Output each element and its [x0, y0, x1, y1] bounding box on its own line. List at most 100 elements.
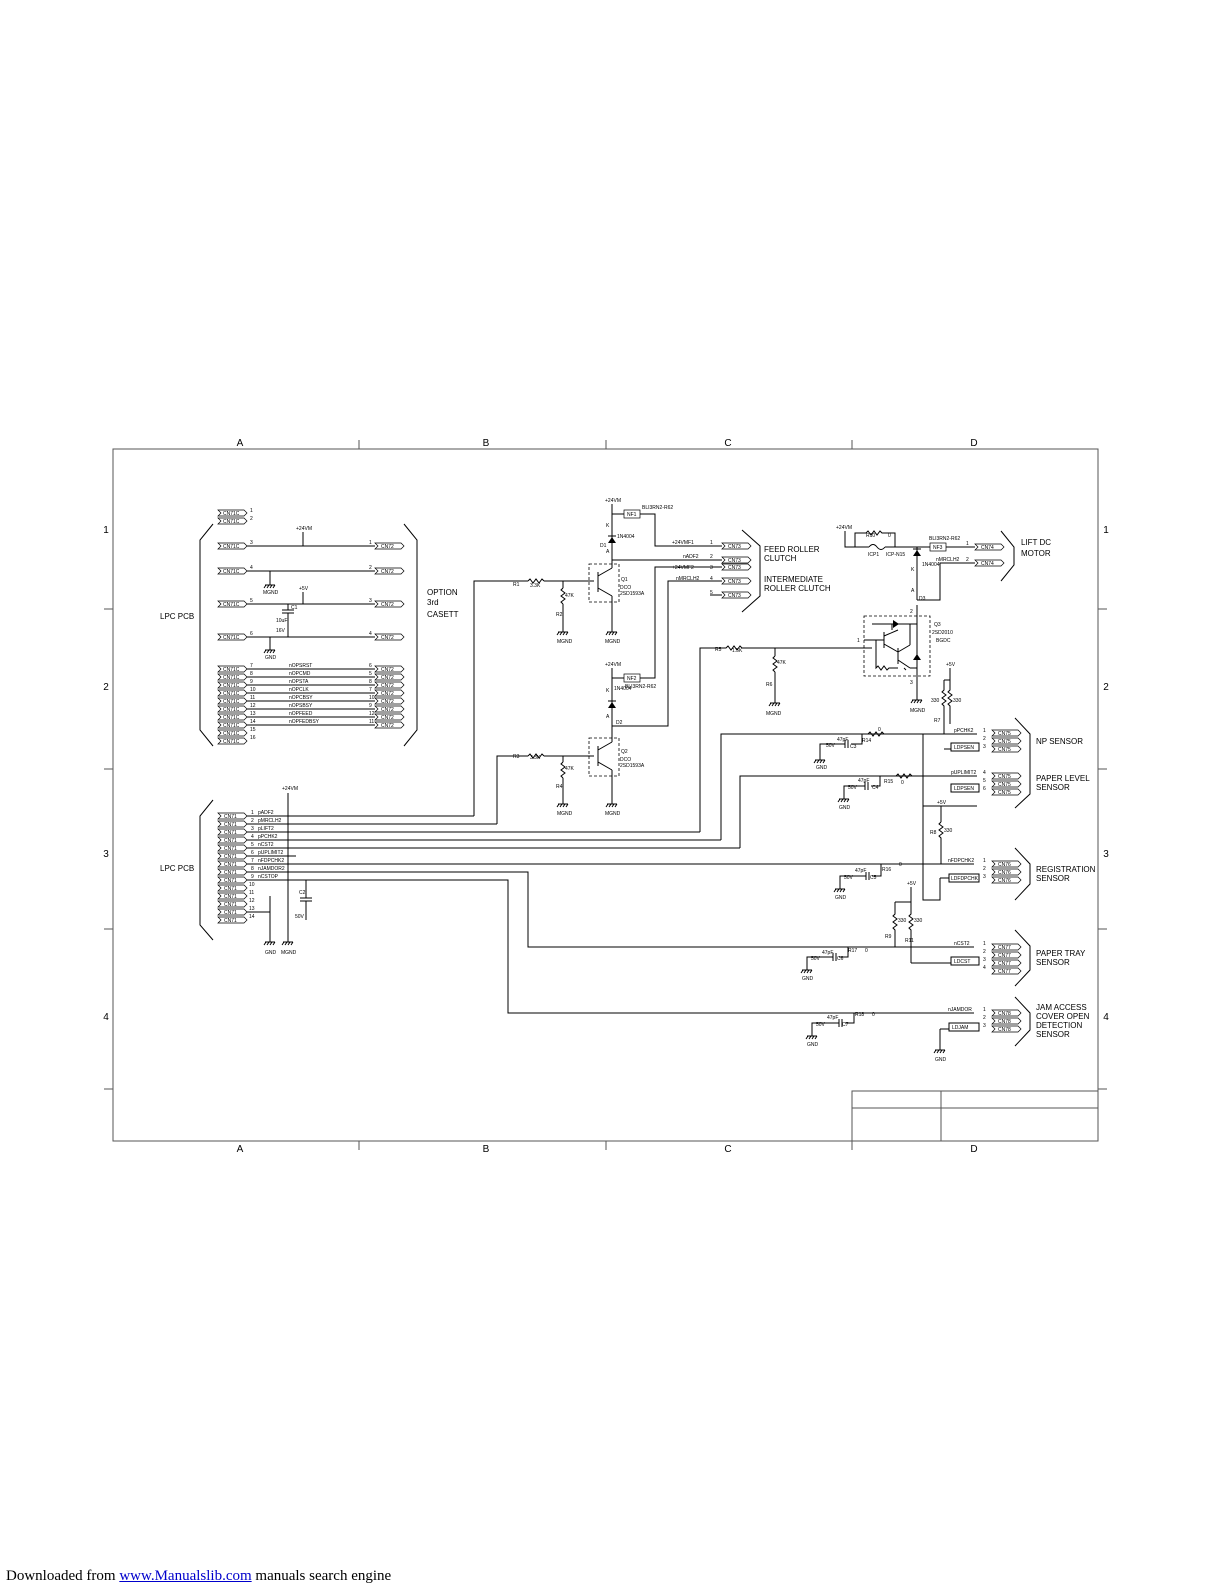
vcc-label: +5V: [907, 881, 917, 887]
intermediate-label-1: INTERMEDIATE: [764, 575, 823, 584]
jam-net: LDJAM: [952, 1025, 968, 1031]
d2-a: A: [606, 714, 610, 720]
cn71c-pin: 13: [250, 711, 256, 717]
cn72-tag: CN72: [381, 675, 394, 681]
q2-part: 2SD1593A: [620, 763, 645, 769]
clutch-driver: +24VM NF1 BLI3RN2-R62 K A D1 1N4004 R1 3…: [513, 498, 831, 817]
lift-motor-label-1: LIFT DC: [1021, 538, 1051, 547]
main-bus-wires: [247, 580, 977, 1014]
grid-row-4-left: 4: [103, 1012, 109, 1023]
c5-voltage: 50V: [844, 875, 854, 881]
grid-col-a-top: A: [237, 438, 244, 449]
option-connector-block: LPC PCB OPTION 3rd CASETT CN71C 1 CN71C …: [160, 508, 459, 747]
cn71c-pin-2: 2: [250, 516, 253, 522]
cn73-pin: 3: [710, 565, 713, 571]
gnd-label: GND: [839, 805, 851, 811]
lift-motor-label-2: MOTOR: [1021, 549, 1051, 558]
net-mgnd: MGND: [263, 590, 279, 596]
cn71-tag: CN71: [224, 846, 237, 852]
cn73-tag: CN73: [728, 565, 741, 571]
pullup-value: 330: [944, 828, 953, 834]
r15-value: 0: [901, 780, 904, 786]
footer-suffix: manuals search engine: [251, 1568, 392, 1584]
tray-pin: 4: [983, 965, 986, 971]
net-label: nOPCBSY: [289, 695, 313, 701]
level-pin: 4: [983, 770, 986, 776]
d3-ref: D3: [919, 596, 926, 602]
lpc-pcb-top-label: LPC PCB: [160, 612, 194, 621]
sensor-section: +5V 330 330 R7 pPCHK2 1 CN75 2 CN75 LDPS…: [800, 662, 1096, 1063]
c2-ref: C2: [299, 890, 306, 896]
c2-voltage: 50V: [295, 914, 305, 920]
cn71-pin: 5: [251, 842, 254, 848]
cn71c-tag: CN71C: [223, 723, 240, 729]
cn72-tag: CN72: [381, 667, 394, 673]
cn72-pin: 6: [369, 663, 372, 669]
cn72-pin: 12: [369, 711, 375, 717]
icp1-ref: ICP1: [868, 552, 879, 558]
cn71c-tag: CN71C: [223, 519, 240, 525]
cn72-pin: 7: [369, 687, 372, 693]
cn77-tag: CN77: [998, 961, 1011, 967]
mgnd-label: MGND: [605, 639, 621, 645]
cn71c-tag: CN71C: [223, 569, 240, 575]
net-gnd: GND: [265, 655, 277, 661]
grid-col-a-bottom: A: [237, 1144, 244, 1155]
d1-a: A: [606, 549, 610, 555]
r2-value: 47K: [565, 593, 575, 599]
cn71-tag: CN71: [224, 910, 237, 916]
registration-label-1: REGISTRATION: [1036, 865, 1096, 874]
cn71c-pin: 4: [250, 565, 253, 571]
nf3-part: BLI3RN2-R62: [929, 536, 960, 542]
paper-tray-label-1: PAPER TRAY: [1036, 949, 1086, 958]
q3-pin: 2: [910, 609, 913, 615]
cn72-pin: 11: [369, 719, 374, 725]
feed-roller-label-2: CLUTCH: [764, 554, 797, 563]
d1-part: 1N4004: [617, 534, 635, 540]
cn78-tag: CN78: [998, 1027, 1011, 1033]
manualslib-link[interactable]: www.Manualslib.com: [119, 1568, 252, 1584]
cn72-pin: 9: [369, 703, 372, 709]
cn71-tag: CN71: [224, 918, 237, 924]
cn73-tag: CN73: [728, 558, 741, 564]
cn71-pin: 8: [251, 866, 254, 872]
q1-part: 2SD1593A: [620, 591, 645, 597]
download-footer: Downloaded from www.Manualslib.com manua…: [6, 1568, 391, 1585]
cn71c-tag: CN71C: [223, 715, 240, 721]
cn71-pin: 4: [251, 834, 254, 840]
main-net-label: pUPLIMIT2: [258, 850, 284, 856]
tray-pin: 3: [983, 957, 986, 963]
main-bracket-left: [199, 799, 214, 941]
cn74-pin: 2: [966, 557, 969, 563]
grid-row-2-left: 2: [103, 682, 109, 693]
main-net-label: nFDPCHK2: [258, 858, 284, 864]
r6-value: 47K: [777, 660, 787, 666]
level-pin: 5: [983, 778, 986, 784]
mgnd-label: MGND: [557, 639, 573, 645]
q1-ref: Q1: [621, 577, 628, 583]
option-label-3: CASETT: [427, 610, 459, 619]
q2-code: DCO: [620, 757, 631, 763]
gnd-label: GND: [807, 1042, 819, 1048]
grid-row-1-left: 1: [103, 525, 109, 536]
cn71c-pin: 10: [250, 687, 256, 693]
cn71c-pin: 15: [250, 727, 256, 733]
d1-k: K: [606, 523, 610, 529]
cn72-tag: CN72: [381, 602, 394, 608]
cn73-net: nADF2: [683, 554, 699, 560]
d3-a: A: [911, 588, 915, 594]
cn73-pin: 4: [710, 576, 713, 582]
cn75-tag: CN75: [998, 731, 1011, 737]
reg-pin: 3: [983, 874, 986, 880]
r7-ref: R7: [934, 718, 941, 724]
mgnd-label: MGND: [766, 711, 782, 717]
c1-value: 10uF: [276, 618, 287, 624]
r14-value: 0: [878, 727, 881, 733]
cn72-pin: 5: [369, 671, 372, 677]
paper-tray-label-2: SENSOR: [1036, 958, 1070, 967]
c4-voltage: 50V: [848, 785, 858, 791]
cn71-tag: CN71: [224, 902, 237, 908]
nf1-label: NF1: [627, 512, 637, 518]
cn71-tag: CN71: [224, 814, 237, 820]
gnd-label: GND: [802, 976, 814, 982]
